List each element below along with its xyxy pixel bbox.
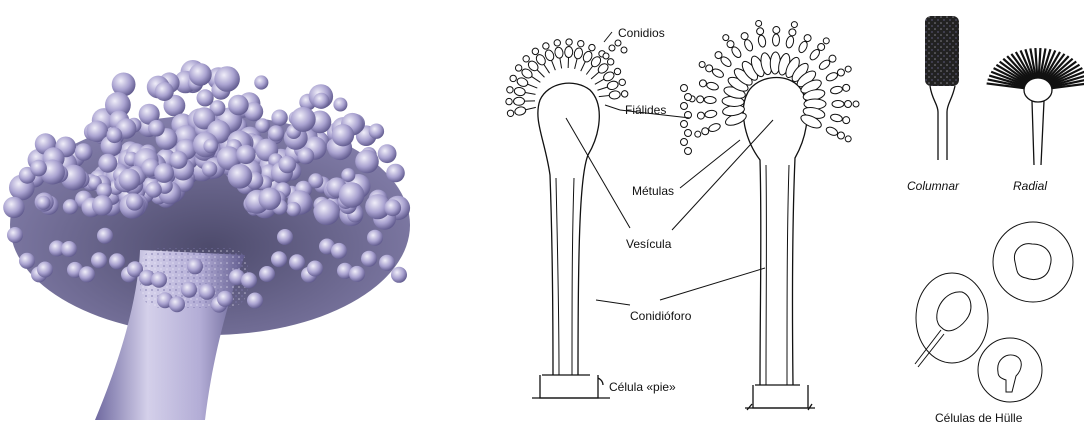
- biseriate-metulae: [681, 20, 860, 154]
- sem-micrograph-image: [3, 60, 410, 420]
- label-vesicula: Vesícula: [626, 237, 672, 251]
- conidium-ball: [271, 251, 287, 267]
- conidium-ball: [313, 93, 329, 109]
- conidium-ball: [286, 202, 301, 217]
- conidium-ball: [7, 227, 23, 243]
- conidium-ball: [30, 160, 47, 177]
- conidium-ball: [297, 148, 314, 165]
- radial-head-icon: [987, 48, 1084, 165]
- conidium-ball: [391, 267, 407, 283]
- hulle-cell-icon: [915, 273, 988, 367]
- conidium-ball: [203, 139, 218, 154]
- conidium-ball: [241, 272, 257, 288]
- label-radial: Radial: [1013, 179, 1047, 193]
- conidium-ball: [154, 163, 174, 183]
- conidium-ball: [169, 296, 185, 312]
- conidium-ball: [277, 229, 293, 245]
- label-celula-pie: Célula «pie»: [609, 380, 676, 394]
- conidium-ball: [291, 107, 316, 132]
- conidium-ball: [37, 262, 53, 278]
- conidium-ball: [79, 266, 95, 282]
- conidium-ball: [333, 98, 347, 112]
- hulle-cells: [915, 222, 1073, 402]
- conidium-ball: [217, 291, 233, 307]
- conidium-ball: [170, 151, 188, 169]
- hulle-cell-icon: [993, 222, 1073, 302]
- conidium-ball: [61, 241, 77, 257]
- conidium-ball: [379, 255, 395, 271]
- label-metulas: Métulas: [632, 184, 674, 198]
- conidium-ball: [214, 66, 240, 92]
- conidium-ball: [349, 266, 365, 282]
- conidium-ball: [268, 125, 284, 141]
- columnar-head-icon: [925, 16, 959, 160]
- conidium-ball: [228, 164, 253, 189]
- conidium-ball: [148, 120, 165, 137]
- conidium-ball: [3, 197, 24, 218]
- conidium-ball: [126, 193, 143, 210]
- conidium-ball: [91, 252, 107, 268]
- conidium-ball: [107, 127, 123, 143]
- conidium-ball: [75, 143, 93, 161]
- uniseriate-phialides: [506, 39, 628, 117]
- conidium-ball: [98, 154, 117, 173]
- uniseriate-conidiophore-drawing: [506, 39, 628, 398]
- hulle-cell-icon: [978, 338, 1042, 402]
- conidium-ball: [151, 272, 167, 288]
- conidium-ball: [271, 110, 287, 126]
- conidium-ball: [386, 164, 405, 183]
- conidium-ball: [19, 253, 35, 269]
- conidium-ball: [355, 150, 379, 174]
- conidium-ball: [314, 199, 340, 225]
- biseriate-conidiophore-drawing: [681, 20, 860, 410]
- conidium-ball: [146, 182, 162, 198]
- conidium-ball: [181, 282, 197, 298]
- conidium-ball: [307, 261, 323, 277]
- conidium-ball: [236, 145, 255, 164]
- conidium-ball: [378, 144, 397, 163]
- conidium-ball: [155, 82, 174, 101]
- conidium-ball: [331, 243, 347, 259]
- conidium-ball: [197, 89, 214, 106]
- conidium-ball: [228, 95, 249, 116]
- conidium-ball: [339, 182, 365, 208]
- conidium-ball: [109, 253, 125, 269]
- conidium-ball: [369, 124, 384, 139]
- label-celulas-hulle: Células de Hülle: [935, 411, 1023, 425]
- conidium-ball: [289, 254, 305, 270]
- conidium-ball: [63, 199, 78, 214]
- conidium-ball: [259, 188, 282, 211]
- conidium-ball: [247, 293, 263, 309]
- conidium-ball: [202, 161, 217, 176]
- label-conidioforo: Conidióforo: [630, 309, 692, 323]
- conidium-ball: [36, 196, 50, 210]
- conidium-ball: [259, 266, 275, 282]
- conidium-ball: [361, 251, 377, 267]
- conidium-ball: [255, 118, 270, 133]
- label-columnar: Columnar: [907, 179, 960, 193]
- conidium-ball: [118, 169, 140, 191]
- conidium-ball: [332, 124, 354, 146]
- label-fialides: Fiálides: [625, 103, 666, 117]
- conidium-ball: [97, 228, 113, 244]
- label-conidios: Conidios: [618, 26, 665, 40]
- conidium-ball: [199, 284, 215, 300]
- conidium-ball: [367, 230, 383, 246]
- conidium-ball: [187, 258, 203, 274]
- conidium-ball: [254, 75, 268, 89]
- conidium-ball: [384, 199, 401, 216]
- conidium-ball: [279, 156, 297, 174]
- conidium-ball: [92, 195, 113, 216]
- conidium-ball: [189, 63, 212, 86]
